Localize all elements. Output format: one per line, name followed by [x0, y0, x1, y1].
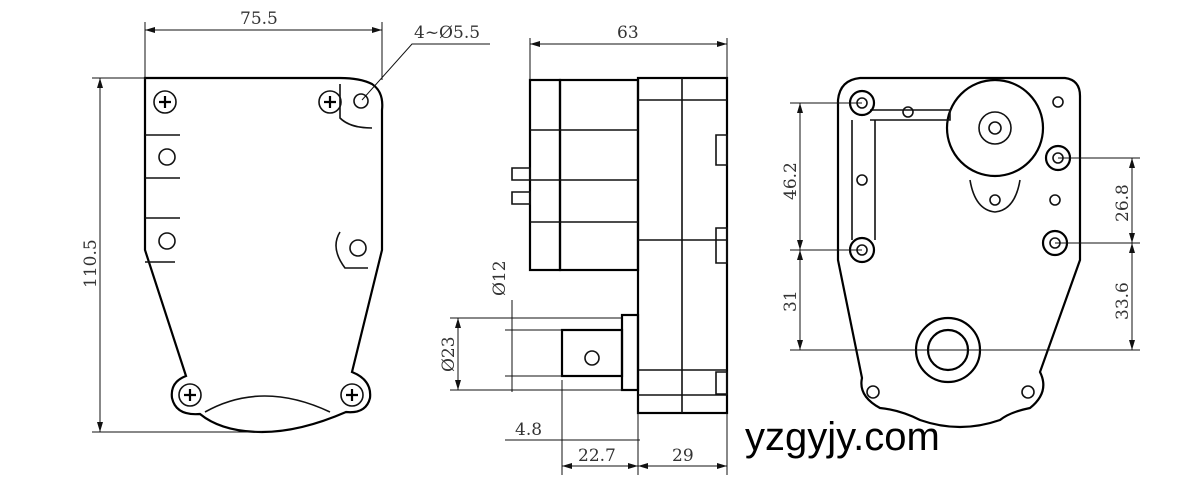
dim-left-upper-label: 46.2 — [781, 162, 801, 200]
front-ear — [339, 84, 373, 129]
front-view: 75.5 110.5 4~Ø5.5 — [81, 9, 490, 434]
dim-ext-height — [92, 77, 262, 433]
dim-shaft-label: Ø12 — [490, 260, 510, 296]
front-plate-outline — [143, 76, 384, 434]
side-details — [530, 78, 728, 413]
dim-length-label: 63 — [617, 23, 639, 43]
motor-bracket — [969, 179, 1021, 213]
front-right-boss — [335, 231, 368, 269]
rear-view: 46.2 31 26.8 33.6 — [781, 76, 1140, 429]
hole-leader — [361, 43, 490, 101]
mounting-holes — [158, 93, 369, 257]
terminals — [511, 167, 531, 205]
dim-right-upper-label: 26.8 — [1113, 184, 1133, 222]
dim-ext-width — [144, 22, 383, 80]
shaft-pin-hole — [584, 350, 600, 366]
front-plate-ribs — [145, 134, 180, 263]
dim-boss-label: Ø23 — [439, 336, 459, 372]
hole-note-label: 4~Ø5.5 — [414, 23, 480, 43]
motor-cap — [528, 78, 562, 272]
dim-left-lower-label: 31 — [781, 290, 801, 312]
dim-offset-label: 4.8 — [515, 420, 542, 440]
rear-frame — [851, 109, 951, 240]
motor-shaft-ring — [978, 111, 1012, 145]
dim-height-label: 110.5 — [81, 239, 101, 288]
rear-plate-outline — [836, 76, 1082, 429]
motor-circle — [945, 78, 1045, 178]
front-bottom-arc — [204, 395, 331, 413]
boss-flange — [620, 313, 640, 392]
dim-ext-dia — [450, 300, 622, 392]
dim-ext-lengths — [505, 380, 728, 475]
output-shaft — [560, 328, 624, 378]
dim-width-label: 75.5 — [240, 9, 278, 29]
watermark: yzgyjy.com — [745, 415, 940, 459]
dim-body-length-label: 29 — [672, 446, 694, 466]
dim-shaft-length-label: 22.7 — [578, 446, 616, 466]
screw-icon — [153, 90, 364, 407]
dim-ext-rear — [790, 102, 1140, 351]
dim-right-lower-label: 33.6 — [1113, 282, 1133, 320]
motor-body — [558, 78, 640, 272]
side-view: 63 Ø23 Ø12 4.8 22.7 29 — [439, 23, 729, 475]
